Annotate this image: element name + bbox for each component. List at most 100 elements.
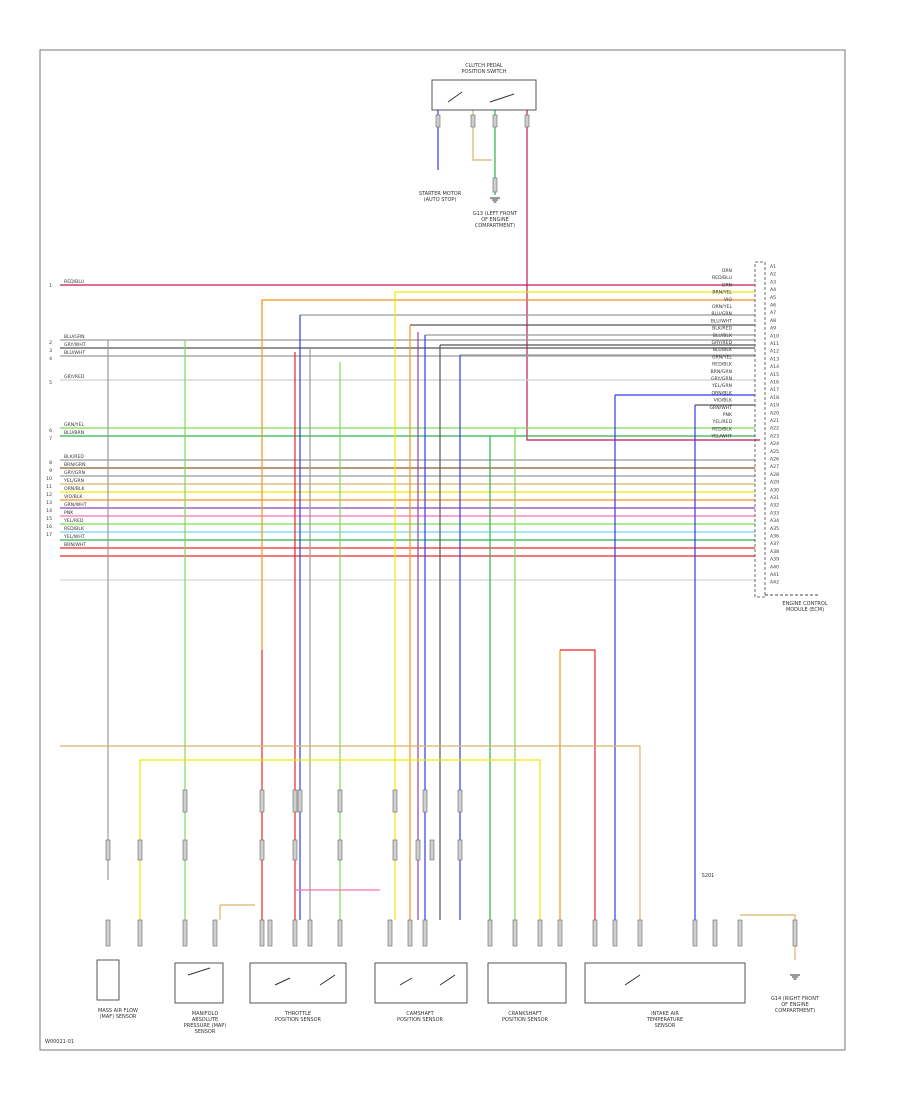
right-pin-number: A22: [770, 426, 779, 432]
component-connector-16: [592, 919, 598, 947]
left-pin-number: 1: [49, 283, 52, 289]
splice-label: S201: [702, 873, 715, 879]
right-pin-number: A33: [770, 510, 779, 516]
right-pin-number: A13: [770, 356, 779, 362]
right-wire-label: YEL/GRN: [711, 383, 732, 389]
clutch-connector-3: [524, 114, 530, 128]
inline-connector-a5: [392, 789, 398, 813]
wire-feed-magenta: [526, 110, 760, 441]
right-pin-number: A31: [770, 495, 779, 501]
left-pin-number: 3: [49, 348, 52, 354]
right-wire-label: GRY/RED: [712, 340, 733, 346]
component-connector-9: [387, 919, 393, 947]
ground-bottom: [790, 974, 800, 980]
right-wire-label: VIO: [724, 297, 732, 303]
right-pin-number: A15: [770, 372, 779, 378]
right-pin-number: A21: [770, 418, 779, 424]
ground-top: [490, 197, 500, 203]
right-wire-label: BLU/GRN: [711, 311, 732, 317]
right-pin-number: A2: [770, 272, 776, 278]
inline-connector-a3: [297, 789, 303, 813]
right-pin-number: A16: [770, 380, 779, 386]
left-wire-label: BRN/WHT: [64, 542, 86, 548]
wire-tan-ground: [740, 914, 796, 960]
right-wire-label: ORN/BLK: [711, 390, 733, 396]
right-pin-number: A24: [770, 441, 779, 447]
right-wire-label: GRN/WHT: [709, 405, 732, 411]
left-pin-number: 15: [46, 516, 52, 522]
right-pin-number: A40: [770, 564, 779, 570]
left-pin-number: 17: [46, 532, 52, 538]
camshaft-box: [374, 962, 468, 1004]
drop-tan-bus: [60, 745, 641, 920]
left-wire-label: VIO/BLK: [64, 494, 83, 500]
map-box: [174, 962, 224, 1004]
drop-yellow-bus: [140, 759, 541, 920]
inline-connector-b6: [392, 839, 398, 861]
right-pin-number: A34: [770, 518, 779, 524]
right-pin-number: A25: [770, 449, 779, 455]
intake_air_temp-box: [584, 962, 746, 1004]
maf-label: MASS AIR FLOW(MAF) SENSOR: [98, 1008, 138, 1020]
left-wire-label: GRN/YEL: [64, 422, 84, 428]
left-wire-label: BRN/GRN: [64, 462, 86, 468]
right-wire-label: GRN/YEL: [712, 354, 732, 360]
inline-connector-b5: [337, 839, 343, 861]
ground-connector-top: [492, 177, 498, 193]
left-pin-number: 7: [49, 436, 52, 442]
right-wire-label: PNK: [723, 412, 733, 418]
right-pin-number: A14: [770, 364, 779, 370]
clutch-connector-0: [435, 114, 441, 128]
component-connector-6: [292, 919, 298, 947]
right-wire-label: BLU/BLK: [713, 347, 733, 353]
left-wire-label: BLU/GRN: [64, 334, 85, 340]
wires-layer: [60, 110, 796, 960]
right-wire-label: YEL/WHT: [710, 434, 732, 440]
left-wire-label: RED/BLK: [64, 526, 85, 532]
right-pin-number: A30: [770, 487, 779, 493]
clutch-connector-1: [470, 114, 476, 128]
component-connector-7: [307, 919, 313, 947]
right-pin-number: A9: [770, 326, 776, 332]
left-pin-number: 9: [49, 468, 52, 474]
right-pin-number: A26: [770, 457, 779, 463]
starter-motor-label: STARTER MOTOR(AUTO STOP): [419, 191, 462, 203]
component-connector-1: [137, 919, 143, 947]
right-wire-label: VIO/BLK: [714, 398, 733, 404]
clutch-switch-box: [431, 79, 537, 111]
right-pin-number: A10: [770, 333, 779, 339]
left-wire-label: YEL/RED: [63, 518, 84, 524]
drop-red-3: [560, 649, 596, 920]
components-layer: [96, 79, 820, 1004]
right-pin-number: A18: [770, 395, 779, 401]
component-connector-2: [182, 919, 188, 947]
component-connector-8: [337, 919, 343, 947]
inline-connector-a4: [337, 789, 343, 813]
clutch-connector-2: [492, 114, 498, 128]
inline-connector-b8: [429, 839, 435, 861]
left-wire-label: BLU/BRN: [64, 430, 84, 436]
component-connector-21: [737, 919, 743, 947]
right-pin-number: A8: [770, 318, 776, 324]
right-pin-number: A6: [770, 303, 776, 309]
inline-connector-b1: [137, 839, 143, 861]
right-pin-number: A11: [770, 341, 779, 347]
component-connector-15: [557, 919, 563, 947]
right-pin-number: A36: [770, 534, 779, 540]
left-pin-number: 5: [49, 380, 52, 386]
right-wire-label: BLK/RED: [712, 326, 732, 332]
right-pin-number: A35: [770, 526, 779, 532]
left-pin-number: 4: [49, 356, 52, 362]
left-wire-label: PNK: [64, 510, 74, 516]
right-pin-number: A29: [770, 480, 779, 486]
component-connector-5: [267, 919, 273, 947]
left-pin-number: 11: [46, 484, 52, 490]
left-wire-label: YEL/GRN: [63, 478, 84, 484]
